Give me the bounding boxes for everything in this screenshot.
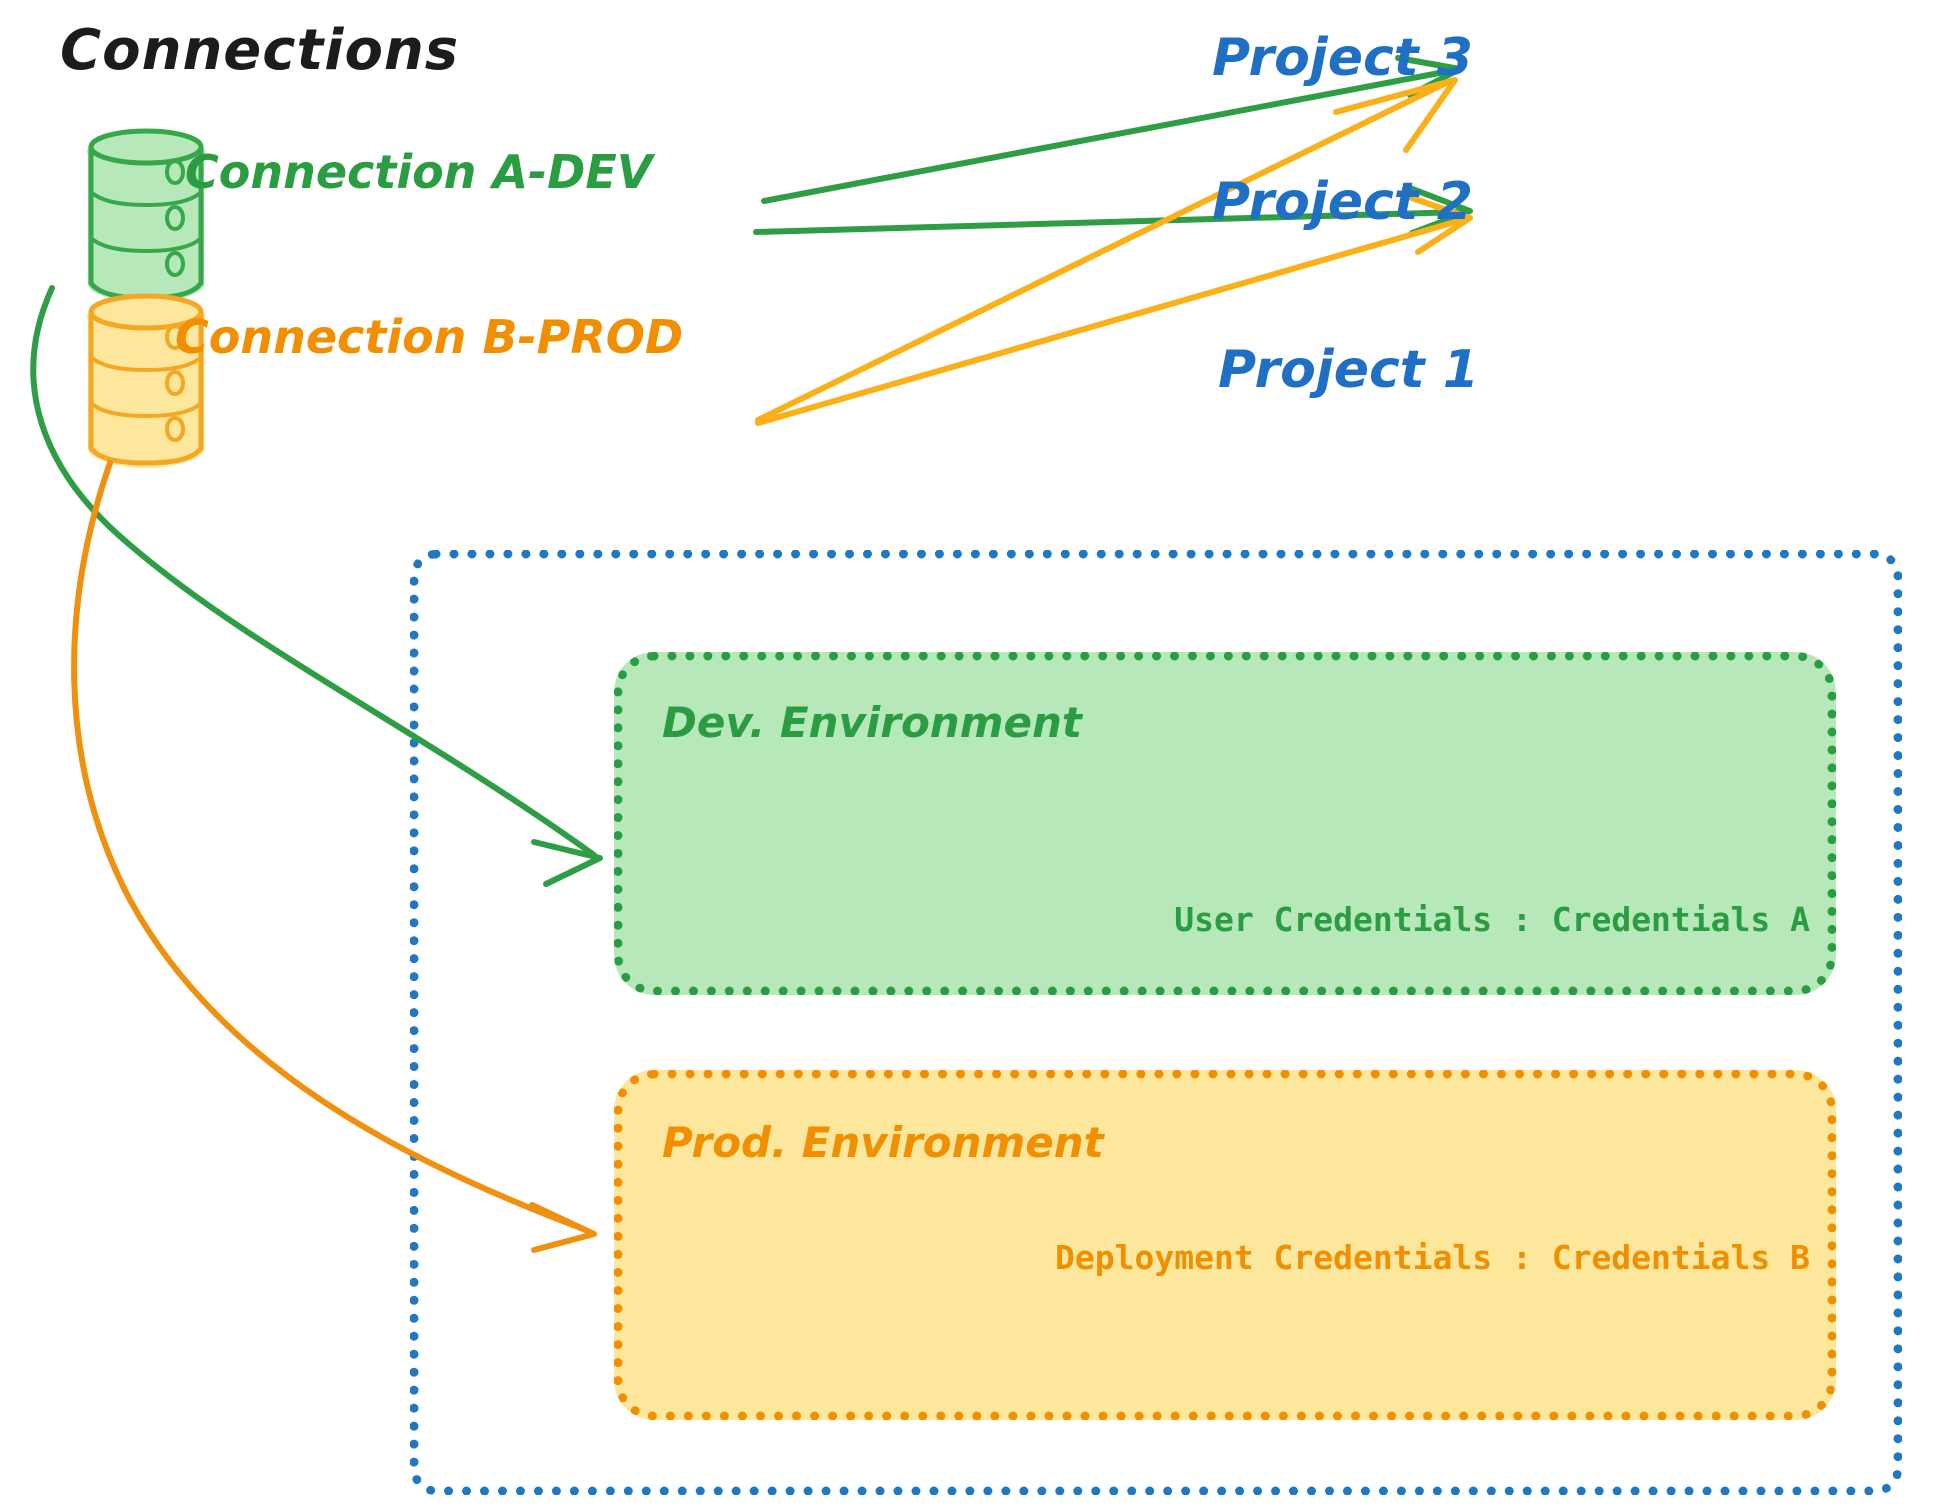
prod-environment-credentials: Deployment Credentials : Credentials B (1055, 1238, 1810, 1277)
dev-environment-credentials: User Credentials : Credentials A (1174, 900, 1810, 939)
project-2-label[interactable]: Project 2 (1212, 172, 1473, 232)
edge-b-prod-to-prod-environment (71, 460, 597, 1253)
project-1-label[interactable]: Project 1 (1218, 340, 1479, 400)
edge-b-prod-to-project-2 (755, 193, 1473, 426)
dev-environment-box[interactable] (614, 652, 1836, 995)
prod-environment-title: Prod. Environment (662, 1118, 1104, 1167)
connection-a-dev-label[interactable]: Connection A-DEV (185, 145, 653, 199)
database-cylinder-icon-b-prod[interactable] (86, 293, 206, 468)
edge-a-dev-to-project-2 (753, 185, 1473, 236)
connection-b-prod-label[interactable]: Connection B-PROD (175, 310, 684, 364)
project-1-container (410, 550, 1902, 1495)
project-3-label[interactable]: Project 3 (1212, 28, 1473, 88)
edge-a-dev-to-dev-environment (30, 285, 603, 887)
page-title: Connections (60, 18, 460, 83)
edge-b-prod-to-project-3 (755, 77, 1458, 423)
dev-environment-title: Dev. Environment (662, 698, 1082, 747)
database-cylinder-icon-a-dev[interactable] (86, 128, 206, 303)
prod-environment-box[interactable] (614, 1070, 1836, 1420)
